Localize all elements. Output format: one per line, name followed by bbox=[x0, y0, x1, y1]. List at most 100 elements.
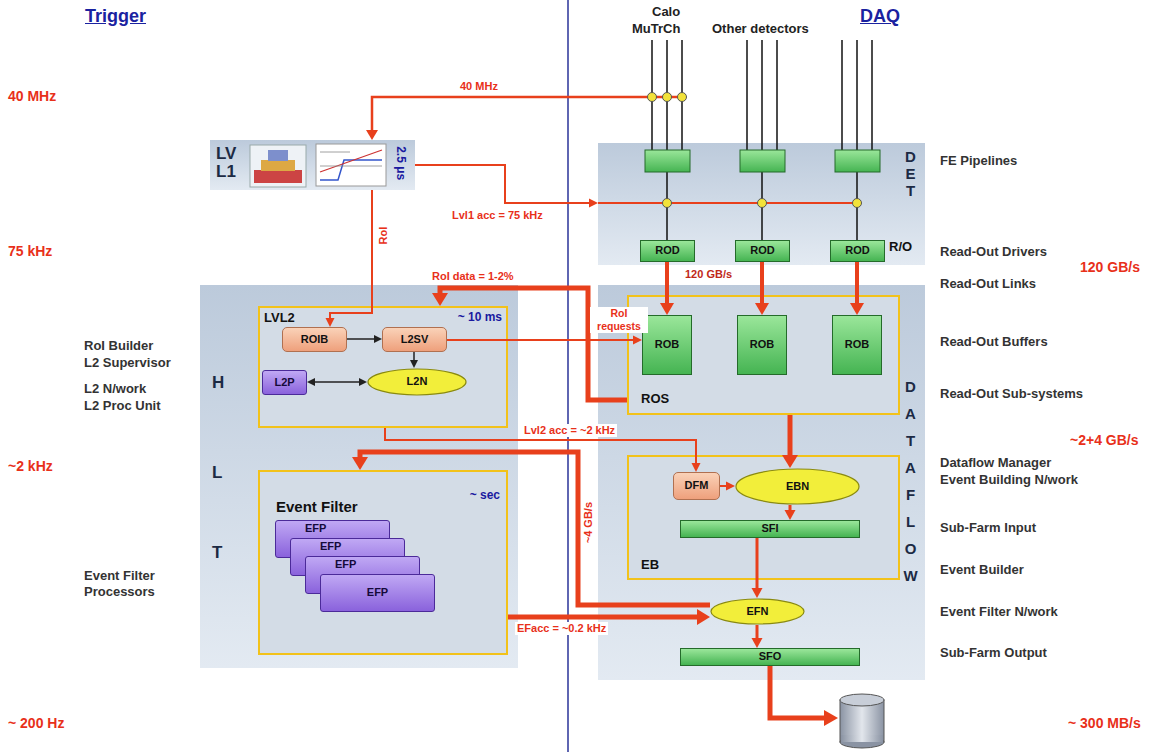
node-text: EFP bbox=[320, 540, 341, 553]
connector-line bbox=[330, 190, 372, 318]
annotation-label: Event Builder bbox=[940, 562, 1024, 578]
connector-line bbox=[385, 428, 696, 463]
node-text: R/O bbox=[889, 239, 912, 255]
edge-label: Lvl2 acc = ~2 kHz bbox=[522, 424, 617, 437]
hlt-panel: H L T LVL2 ~ 10 ms ROIB L2SV L2P L2N Event Filter… bbox=[200, 285, 518, 668]
network-ellipse: EBN bbox=[735, 468, 860, 505]
connector-line bbox=[855, 262, 859, 303]
connector-line bbox=[760, 262, 764, 303]
connector-line bbox=[347, 338, 374, 340]
node-text: L2SV bbox=[401, 333, 429, 346]
calorimeter-icon bbox=[250, 145, 306, 187]
node-text: DET bbox=[903, 148, 918, 199]
connector-line bbox=[415, 165, 589, 203]
arrow-head bbox=[824, 710, 838, 726]
node-text: ROS bbox=[641, 391, 669, 407]
node-text: T bbox=[212, 543, 222, 563]
connector bbox=[410, 352, 418, 368]
network-ellipse: EFN bbox=[710, 598, 805, 625]
node-text: LVL2 bbox=[264, 310, 295, 326]
detector-wires bbox=[652, 40, 872, 240]
annotation-label: ~2 kHz bbox=[8, 458, 53, 475]
arrow-head bbox=[633, 336, 642, 345]
arrow-head bbox=[850, 303, 864, 315]
node-text: ROIB bbox=[301, 333, 329, 346]
node-text: ~ 10 ms bbox=[458, 310, 502, 324]
connector-line bbox=[756, 625, 759, 638]
annotation-label: 40 MHz bbox=[458, 80, 500, 93]
connector bbox=[782, 415, 798, 468]
trigger-plot-icon bbox=[316, 144, 386, 186]
arrow-head bbox=[697, 609, 710, 625]
connector bbox=[752, 538, 763, 598]
annotation-label: L2 Proc Unit bbox=[84, 398, 161, 414]
buffer-box: ROB bbox=[832, 315, 882, 375]
edge-label: Lvl1 acc = 75 kHz bbox=[450, 209, 545, 222]
annotation-label: RoI Builder bbox=[84, 338, 153, 354]
annotation-label: ~2+4 GB/s bbox=[1070, 432, 1139, 449]
annotation-label: ~ 300 MB/s bbox=[1068, 715, 1141, 732]
connector bbox=[850, 262, 864, 315]
arrow-head bbox=[374, 335, 382, 343]
node-text: ROB bbox=[845, 338, 869, 351]
annotation-label: Event Filter N/work bbox=[940, 604, 1058, 620]
node-text: L bbox=[212, 463, 222, 483]
arrow-head bbox=[326, 318, 335, 327]
annotation-label: 120 GB/s bbox=[1080, 259, 1140, 276]
node-text: SFI bbox=[761, 522, 778, 535]
connector bbox=[432, 288, 627, 400]
edge-label: EFacc = ~0.2 kHz bbox=[515, 622, 608, 635]
annotation-label: Other detectors bbox=[712, 21, 809, 37]
connector bbox=[415, 165, 598, 208]
arrow-head bbox=[352, 457, 368, 470]
connector-line bbox=[665, 262, 669, 303]
connector-line bbox=[720, 485, 726, 487]
process-box: L2SV bbox=[382, 327, 447, 352]
buffer-box: ROD bbox=[830, 240, 885, 262]
annotation-label: 75 kHz bbox=[8, 243, 52, 260]
annotation-label: Read-Out Drivers bbox=[940, 244, 1047, 260]
arrow-head bbox=[589, 199, 598, 208]
connector bbox=[508, 609, 710, 625]
connector-line bbox=[508, 615, 697, 620]
subsystem-box: EB DFM EBN SFI bbox=[627, 455, 900, 580]
edge-label: ~4 GB/s bbox=[582, 500, 595, 545]
trigger-level-panel: LV L12.5 μs bbox=[210, 140, 415, 190]
annotation-label: DAQ bbox=[860, 6, 900, 28]
storage-line bbox=[770, 666, 824, 718]
annotation-label: Sub-Farm Input bbox=[940, 520, 1036, 536]
node-text: H bbox=[212, 373, 224, 393]
connector bbox=[352, 452, 710, 605]
annotation-label: Trigger bbox=[85, 6, 146, 28]
annotation-label: Event Filter Processors bbox=[84, 568, 184, 599]
dataflow-panel: DATAFLOWROSROBROBROBEBDFMEBNSFIEFNSFO bbox=[598, 285, 925, 680]
network-ellipse: L2N bbox=[367, 368, 467, 396]
connector bbox=[447, 336, 642, 345]
event-filter-box: Event Filter~ secEFPEFPEFPEFP bbox=[258, 470, 508, 655]
connector-line bbox=[756, 538, 759, 588]
connector bbox=[326, 190, 373, 327]
node-text: EB bbox=[641, 557, 659, 573]
readout-panel: DETR/ORODRODROD bbox=[598, 143, 925, 265]
subsystem-box: ROSROBROBROB bbox=[627, 295, 900, 415]
connector bbox=[385, 428, 701, 472]
buffer-bar: SFO bbox=[680, 648, 860, 666]
arrow-head bbox=[752, 638, 763, 648]
annotation-label: L2 N/work bbox=[84, 381, 146, 397]
annotation-label: Sub-Farm Output bbox=[940, 645, 1047, 661]
buffer-box: ROD bbox=[735, 240, 790, 262]
node-text: DFM bbox=[685, 479, 709, 492]
node-text: ROD bbox=[750, 244, 774, 257]
arrow-head bbox=[366, 130, 378, 140]
connector bbox=[752, 625, 763, 648]
buffer-box: ROD bbox=[640, 240, 695, 262]
junction-dot bbox=[648, 93, 862, 208]
arrow-head bbox=[660, 303, 674, 315]
edge-label: RoI data = 1-2% bbox=[430, 270, 516, 283]
connector-line bbox=[360, 452, 710, 605]
node-text: SFO bbox=[759, 650, 782, 663]
connector bbox=[307, 378, 367, 386]
processor-box: L2P bbox=[262, 370, 307, 395]
arrow-head bbox=[359, 378, 367, 386]
